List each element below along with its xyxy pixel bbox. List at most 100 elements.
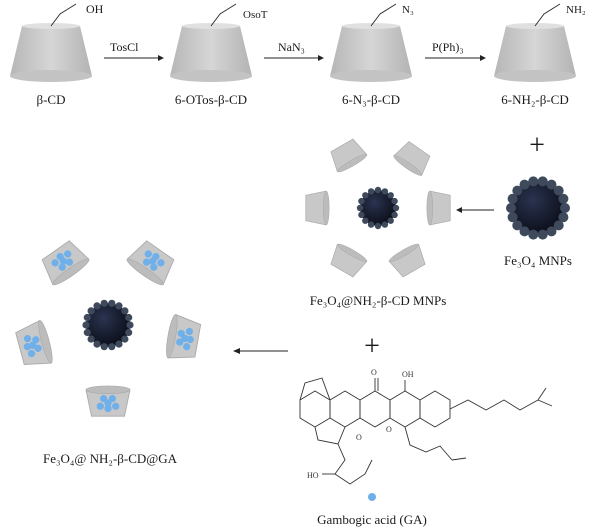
surface-bead [115, 302, 123, 310]
plus-top: + [529, 130, 545, 161]
drug-molecule [65, 258, 74, 266]
drug-molecule [34, 344, 42, 352]
drug-molecule [157, 259, 165, 267]
surface-bead [356, 204, 364, 212]
svg-text:OH: OH [402, 370, 414, 379]
drug-molecule [149, 257, 157, 265]
cyclodextrin-cup [15, 319, 53, 366]
surface-bead [528, 176, 539, 187]
surface-bead [512, 185, 523, 196]
conjugate-mnp: NHONHONHONHONHONHO [305, 138, 451, 278]
drug-molecule [112, 402, 120, 410]
reagent-pph3: P(Ph)₃ [432, 40, 464, 54]
surface-bead [553, 185, 564, 196]
surface-bead [374, 186, 382, 194]
surface-bead [367, 188, 375, 195]
drug-molecule [104, 399, 112, 407]
surface-bead [560, 203, 570, 213]
surface-bead [83, 328, 91, 337]
drug-molecule [150, 263, 158, 271]
surface-bead [387, 192, 394, 199]
surface-bead [512, 220, 523, 231]
final-complex: NHONHONHONHONHO [15, 240, 202, 417]
end-group-osot: OsoT [243, 9, 268, 21]
cyclodextrin-cup [41, 240, 90, 286]
surface-bead [374, 222, 382, 230]
surface-bead [528, 229, 539, 240]
surface-bead [381, 188, 389, 195]
gambogic-acid-structure [299, 377, 553, 485]
surface-bead [358, 211, 365, 219]
surface-bead [537, 229, 548, 240]
cyclodextrin-cup [388, 243, 426, 278]
drug-molecule [59, 257, 67, 265]
cd-nh2: NH₂ [494, 3, 586, 82]
reagent-toscl: TosCl [110, 40, 139, 54]
surface-bead [507, 212, 518, 223]
drug-molecule [29, 341, 37, 349]
label-beta-cd: β-CD [36, 92, 65, 107]
fe3o4-mnp [506, 176, 570, 240]
label-gambogic-acid: Gambogic acid (GA) [317, 512, 427, 527]
surface-bead [381, 221, 389, 228]
surface-bead [553, 220, 564, 231]
surface-bead [392, 204, 400, 212]
arrow-toscl: TosCl [104, 40, 164, 61]
drug-molecule [177, 329, 185, 338]
surface-bead [87, 307, 95, 315]
surface-bead [362, 217, 369, 224]
drug-molecule [176, 338, 184, 346]
drug-molecule [51, 259, 59, 267]
surface-bead [362, 192, 369, 199]
surface-bead [100, 299, 108, 307]
svg-text:O: O [371, 368, 377, 377]
arrow-to-final [233, 348, 288, 354]
drug-molecule [27, 349, 36, 358]
surface-bead [358, 197, 365, 205]
surface-bead [387, 217, 394, 224]
surface-bead [546, 179, 557, 190]
drug-molecule [108, 394, 117, 403]
drug-molecule [58, 263, 66, 271]
drug-molecule [99, 394, 108, 403]
cd-otos: OsoT [170, 3, 268, 82]
drug-molecule [181, 334, 189, 343]
drug-molecule [186, 335, 194, 344]
plus-middle: + [364, 331, 380, 362]
surface-bead [391, 211, 398, 219]
surface-bead [125, 313, 133, 322]
surface-bead [93, 302, 101, 310]
surface-bead [519, 226, 530, 237]
surface-bead [558, 212, 569, 223]
surface-bead [83, 313, 91, 322]
label-otos: 6-OTos-β-CD [175, 92, 247, 107]
drug-molecule [32, 336, 40, 344]
svg-text:HO: HO [307, 471, 319, 480]
drug-molecule [142, 258, 151, 266]
svg-text:O: O [356, 433, 362, 442]
drug-molecule [185, 327, 194, 336]
surface-bead [546, 226, 557, 237]
cd-n3: N₃ [330, 3, 414, 82]
end-group-n3: N₃ [402, 4, 414, 16]
surface-bead [367, 221, 375, 228]
label-nh2: 6-NH₂-β-CD [501, 92, 568, 107]
conjugate-core [360, 190, 396, 226]
drug-molecule [183, 343, 191, 351]
surface-bead [108, 343, 116, 351]
surface-bead [125, 328, 133, 337]
drug-molecule [144, 250, 152, 258]
label-final: Fe₃O₄@ NH₂-β-CD@GA [43, 451, 178, 466]
ga-dot [368, 493, 376, 501]
surface-bead [108, 299, 116, 307]
label-fe3o4-mnps: Fe₃O₄ MNPs [504, 253, 572, 268]
surface-bead [126, 321, 134, 329]
surface-bead [519, 179, 530, 190]
surface-bead [506, 203, 516, 213]
surface-bead [93, 340, 101, 348]
drug-molecule [64, 250, 72, 258]
surface-bead [391, 197, 398, 205]
cyclodextrin-cup [305, 190, 330, 226]
surface-bead [100, 343, 108, 351]
